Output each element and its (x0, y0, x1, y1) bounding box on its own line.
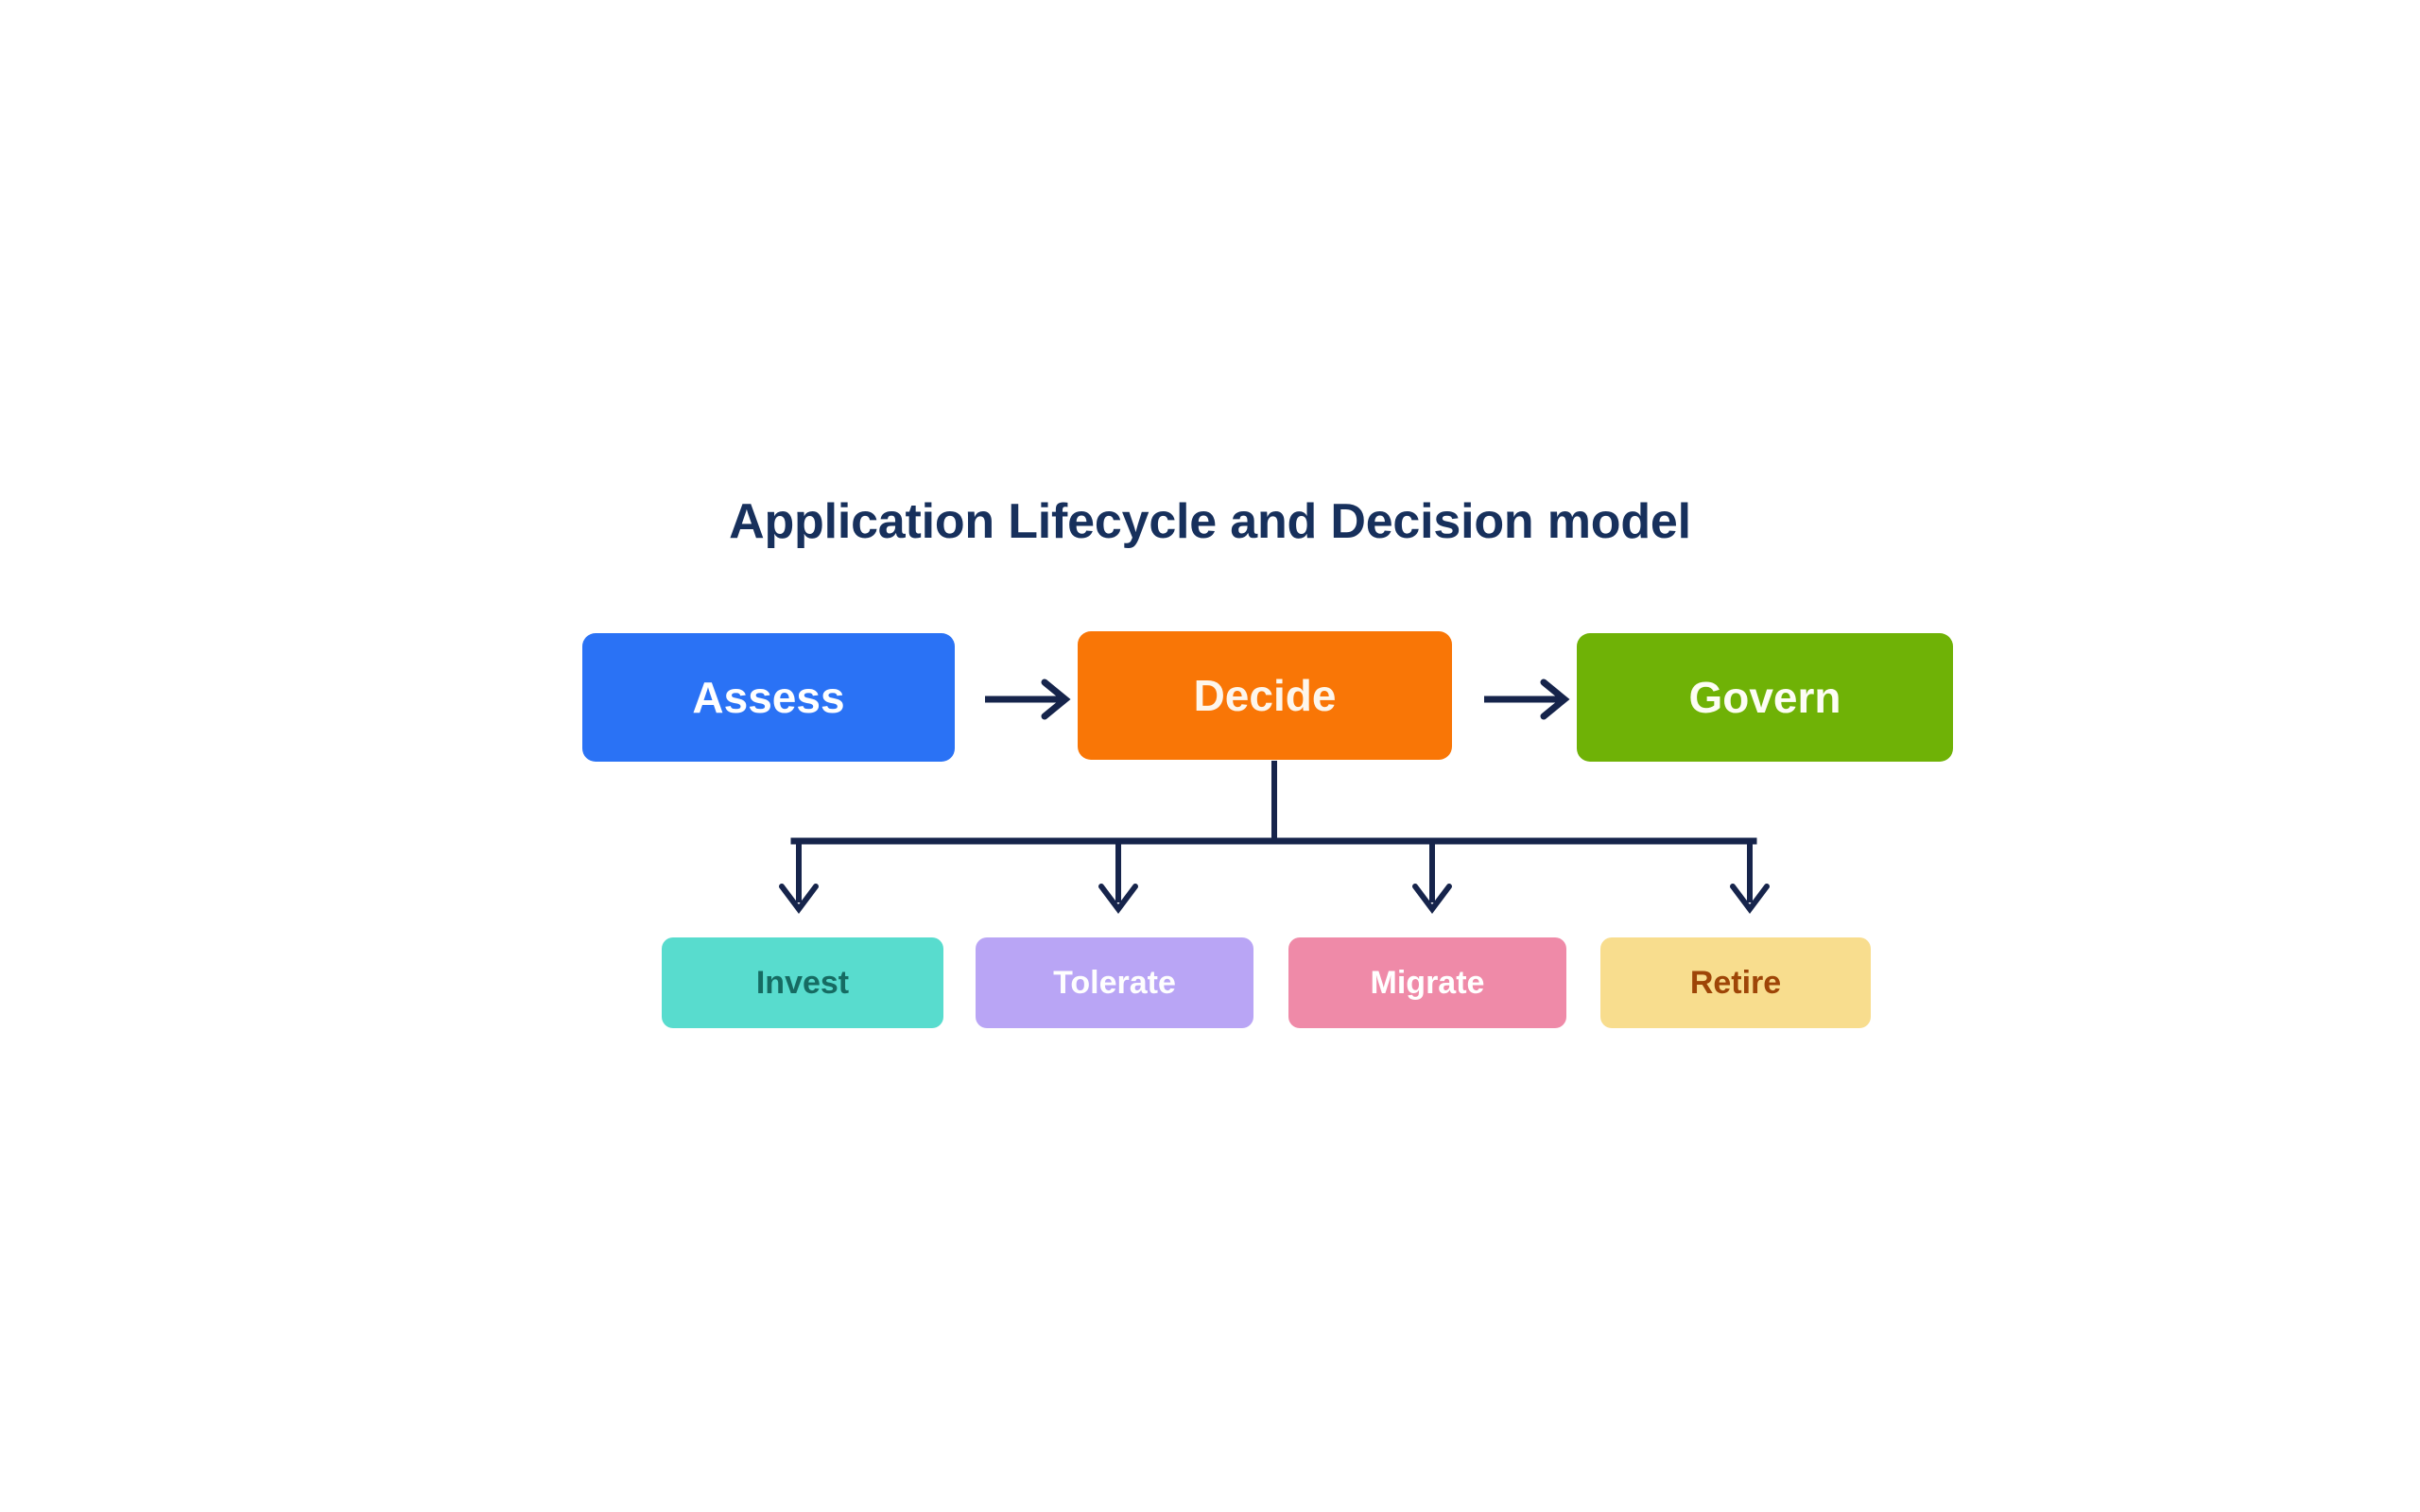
option-node-migrate[interactable]: Migrate (1288, 937, 1566, 1028)
phase-node-govern[interactable]: Govern (1577, 633, 1953, 762)
arrow-decide-to-migrate (1412, 841, 1452, 914)
arrow-decide-to-tolerate (1098, 841, 1138, 914)
option-node-retire[interactable]: Retire (1600, 937, 1871, 1028)
arrow-decide-to-govern (1484, 679, 1570, 720)
page-title: Application Lifecycle and Decision model (729, 494, 1691, 549)
phase-node-govern-label: Govern (1688, 673, 1841, 722)
phase-node-decide[interactable]: Decide (1078, 631, 1452, 760)
phase-node-decide-label: Decide (1193, 671, 1337, 720)
phase-node-assess-label: Assess (692, 673, 845, 722)
option-node-retire-label: Retire (1689, 965, 1782, 1001)
arrow-decide-to-invest (779, 841, 819, 914)
phase-node-assess[interactable]: Assess (582, 633, 955, 762)
option-node-invest[interactable]: Invest (662, 937, 943, 1028)
option-node-invest-label: Invest (755, 965, 850, 1001)
option-node-tolerate-label: Tolerate (1053, 965, 1176, 1001)
option-node-migrate-label: Migrate (1370, 965, 1485, 1001)
arrow-assess-to-decide (985, 679, 1071, 720)
arrow-decide-to-retire (1730, 841, 1770, 914)
option-node-tolerate[interactable]: Tolerate (976, 937, 1253, 1028)
